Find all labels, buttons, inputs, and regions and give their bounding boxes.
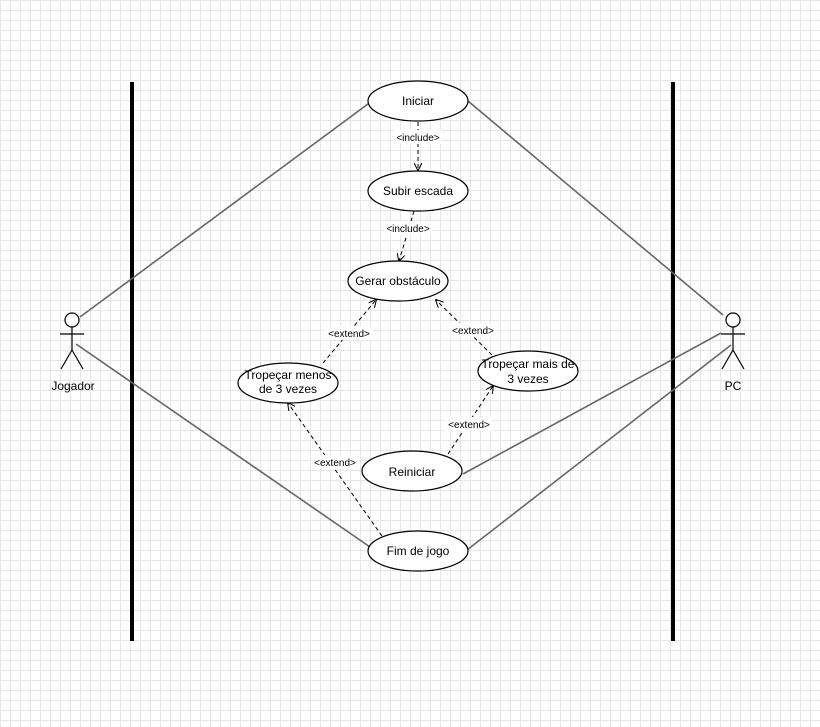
- extend-arrow-fim-menos: [288, 403, 383, 537]
- actor-player[interactable]: [60, 312, 84, 370]
- use-case-label: Fim de jogo: [387, 544, 450, 558]
- use-case-label: 3 vezes: [507, 372, 548, 386]
- extend-arrow-mais-gerar: [436, 300, 493, 356]
- use-case-label: de 3 vezes: [259, 382, 317, 396]
- extend-label: <extend>: [314, 458, 356, 469]
- actor-label-pc: PC: [725, 379, 742, 393]
- actor-label-player: Jogador: [51, 379, 94, 393]
- include-label: <include>: [396, 133, 440, 144]
- use-case-tropecar-mais[interactable]: [477, 350, 579, 392]
- assoc-pc-reiniciar: [462, 332, 722, 475]
- extend-label: <extend>: [452, 326, 494, 337]
- extend-label: <extend>: [328, 329, 370, 340]
- use-case-label: Gerar obstáculo: [355, 274, 441, 288]
- use-case-subir-escada[interactable]: [367, 170, 469, 212]
- use-case-label: Subir escada: [383, 184, 453, 198]
- assoc-player-fim-de-jogo: [75, 343, 371, 548]
- use-case-fim-de-jogo[interactable]: [367, 530, 469, 572]
- assoc-pc-fim-de-jogo: [466, 344, 732, 551]
- assoc-player-iniciar: [79, 100, 373, 318]
- use-case-tropecar-menos[interactable]: [237, 362, 339, 404]
- include-label: <include>: [386, 224, 430, 235]
- use-case-label: Iniciar: [402, 94, 434, 108]
- actor-pc[interactable]: [721, 312, 745, 370]
- include-arrow-subir-gerar: [399, 210, 415, 261]
- use-case-iniciar[interactable]: [367, 80, 469, 122]
- use-case-reiniciar[interactable]: [361, 450, 463, 492]
- use-case-label: Reiniciar: [389, 465, 436, 479]
- use-case-gerar-obstaculo[interactable]: [347, 260, 449, 302]
- use-case-label: Tropeçar mais de: [482, 357, 575, 371]
- use-case-label: Tropeçar menos: [245, 368, 332, 382]
- extend-label: <extend>: [448, 420, 490, 431]
- assoc-pc-iniciar: [467, 100, 724, 316]
